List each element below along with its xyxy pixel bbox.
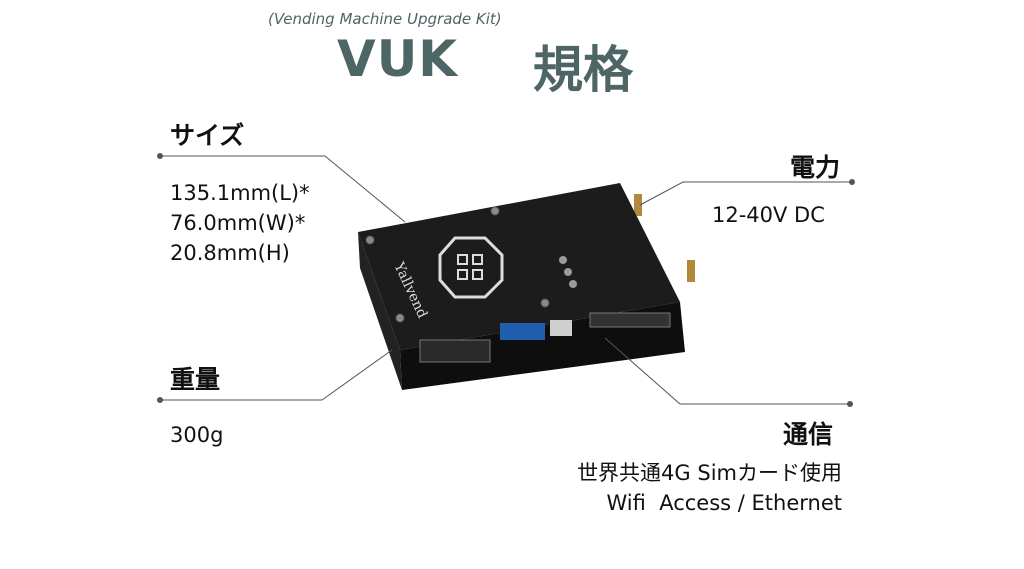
- size-height: 20.8mm(H): [170, 241, 290, 265]
- size-length: 135.1mm(L)*: [170, 181, 310, 205]
- title-product: VUK: [337, 30, 459, 88]
- weight-label: 重量: [170, 365, 221, 394]
- comm-values: 世界共通4G Simカード使用 Wifi Access / Ethernet: [577, 458, 842, 518]
- size-label: サイズ: [170, 121, 245, 150]
- comm-label: 通信: [783, 420, 834, 449]
- weight-value: 300g: [170, 423, 224, 447]
- title-spec: 規格: [533, 41, 633, 99]
- size-values: 135.1mm(L)* 76.0mm(W)* 20.8mm(H): [170, 178, 310, 268]
- comm-sim: 世界共通4G Simカード使用: [577, 461, 842, 485]
- antenna-icon: [634, 194, 695, 282]
- comm-network: Wifi Access / Ethernet: [606, 491, 843, 515]
- power-label: 電力: [790, 153, 841, 182]
- qr-logo-icon: [438, 236, 504, 299]
- power-value: 12-40V DC: [712, 203, 825, 227]
- page-title: VUK 規格: [0, 30, 1024, 99]
- subtitle: (Vending Machine Upgrade Kit): [268, 10, 502, 28]
- size-width: 76.0mm(W)*: [170, 211, 306, 235]
